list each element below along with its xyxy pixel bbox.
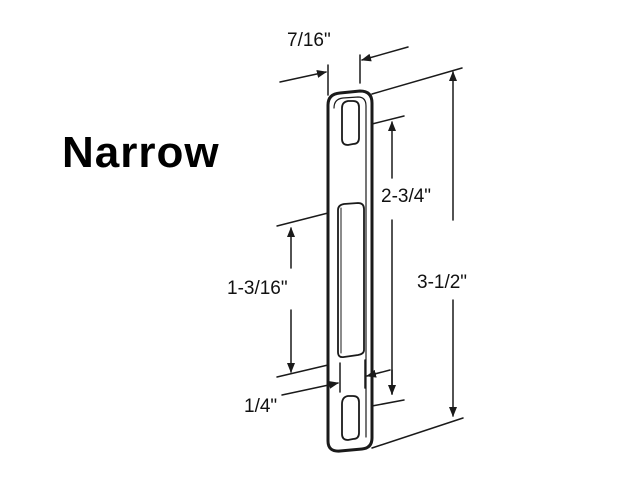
label-center-slot-length: 1-3/16": [226, 278, 289, 300]
top-slot: [341, 100, 360, 146]
bottom-slot: [341, 395, 360, 441]
strike-plate-outline: [326, 89, 374, 453]
label-slot-spacing: 2-3/4": [380, 186, 433, 208]
dim-width-lines: [279, 46, 409, 96]
dim-slot-spacing-lines: [371, 115, 405, 407]
center-slot: [337, 202, 365, 359]
dim-offset-lines: [281, 359, 391, 396]
dim-center-slot-lines: [276, 212, 329, 378]
label-center-slot-offset: 1/4": [243, 396, 279, 418]
diagram-title: Narrow: [62, 128, 220, 177]
dim-overall-lines: [371, 67, 464, 449]
label-overall-length: 3-1/2": [416, 272, 469, 294]
label-width: 7/16": [286, 30, 332, 52]
